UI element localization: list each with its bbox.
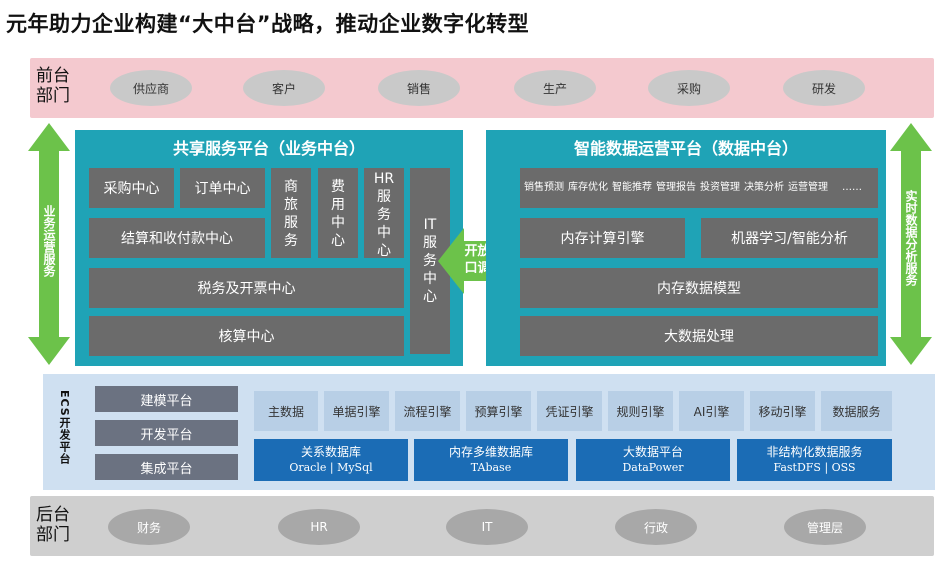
big-data-processing[interactable]: 大数据处理 bbox=[520, 316, 878, 356]
front-item-sales[interactable]: 销售 bbox=[378, 70, 460, 106]
modeling-platform[interactable]: 建模平台 bbox=[95, 386, 238, 412]
front-item-supplier[interactable]: 供应商 bbox=[110, 70, 192, 106]
engine-workflow[interactable]: 流程引擎 bbox=[395, 391, 460, 431]
engine-document[interactable]: 单据引擎 bbox=[324, 391, 389, 431]
engine-ai[interactable]: AI引擎 bbox=[679, 391, 744, 431]
back-item-management[interactable]: 管理层 bbox=[784, 509, 866, 545]
db-multidimensional[interactable]: 内存多维数据库 TAbase bbox=[414, 439, 568, 481]
db-relational[interactable]: 关系数据库 Oracle | MySql bbox=[254, 439, 408, 481]
back-label: 后台 部门 bbox=[36, 505, 70, 545]
page-title: 元年助力企业构建“大中台”战略，推动企业数字化转型 bbox=[6, 12, 530, 36]
settlement-center[interactable]: 结算和收付款中心 bbox=[89, 218, 265, 258]
front-item-purchasing[interactable]: 采购 bbox=[648, 70, 730, 106]
hr-service-center[interactable]: HR 服 务 中 心 bbox=[364, 168, 404, 259]
app-smart-recommend[interactable]: 智能推荐 bbox=[612, 170, 652, 206]
engine-rules[interactable]: 规则引擎 bbox=[608, 391, 673, 431]
app-inventory-optimization[interactable]: 库存优化 bbox=[568, 170, 608, 206]
machine-learning-analytics[interactable]: 机器学习/智能分析 bbox=[701, 218, 878, 258]
data-platform-title: 智能数据运营平台（数据中台） bbox=[573, 139, 798, 158]
app-sales-forecast[interactable]: 销售预测 bbox=[524, 170, 564, 206]
left-arrow-label: 业务运营服务 bbox=[42, 205, 56, 277]
right-double-arrow-icon bbox=[890, 123, 932, 365]
in-memory-compute-engine[interactable]: 内存计算引擎 bbox=[520, 218, 685, 258]
app-decision-analysis[interactable]: 决策分析 bbox=[744, 170, 784, 206]
procurement-center[interactable]: 采购中心 bbox=[89, 168, 174, 208]
front-label: 前台 部门 bbox=[36, 66, 70, 106]
app-management-report[interactable]: 管理报告 bbox=[656, 170, 696, 206]
engine-master-data[interactable]: 主数据 bbox=[254, 391, 318, 431]
front-item-production[interactable]: 生产 bbox=[514, 70, 596, 106]
app-more[interactable]: …… bbox=[832, 170, 872, 206]
accounting-center[interactable]: 核算中心 bbox=[89, 316, 404, 356]
ecs-label: ECS开发平台 bbox=[58, 390, 71, 465]
expense-center[interactable]: 费 用 中 心 bbox=[318, 168, 358, 258]
back-item-hr[interactable]: HR bbox=[278, 509, 360, 545]
front-item-customer[interactable]: 客户 bbox=[243, 70, 325, 106]
engine-mobile[interactable]: 移动引擎 bbox=[750, 391, 815, 431]
right-arrow-label: 实时数据分析服务 bbox=[904, 190, 918, 286]
back-item-admin[interactable]: 行政 bbox=[615, 509, 697, 545]
tax-invoice-center[interactable]: 税务及开票中心 bbox=[89, 268, 404, 308]
engine-data-service[interactable]: 数据服务 bbox=[821, 391, 892, 431]
app-operations-management[interactable]: 运营管理 bbox=[788, 170, 828, 206]
db-big-data[interactable]: 大数据平台 DataPower bbox=[576, 439, 730, 481]
engine-budget[interactable]: 预算引擎 bbox=[466, 391, 531, 431]
back-item-it[interactable]: IT bbox=[446, 509, 528, 545]
db-unstructured[interactable]: 非结构化数据服务 FastDFS | OSS bbox=[737, 439, 892, 481]
business-platform-title: 共享服务平台（业务中台） bbox=[172, 139, 365, 158]
travel-service[interactable]: 商 旅 服 务 bbox=[271, 168, 311, 258]
left-double-arrow-icon bbox=[28, 123, 70, 365]
front-item-rnd[interactable]: 研发 bbox=[783, 70, 865, 106]
back-item-finance[interactable]: 财务 bbox=[108, 509, 190, 545]
order-center[interactable]: 订单中心 bbox=[180, 168, 265, 208]
development-platform[interactable]: 开发平台 bbox=[95, 420, 238, 446]
integration-platform[interactable]: 集成平台 bbox=[95, 454, 238, 480]
app-investment-management[interactable]: 投资管理 bbox=[700, 170, 740, 206]
in-memory-data-model[interactable]: 内存数据模型 bbox=[520, 268, 878, 308]
engine-voucher[interactable]: 凭证引擎 bbox=[537, 391, 602, 431]
